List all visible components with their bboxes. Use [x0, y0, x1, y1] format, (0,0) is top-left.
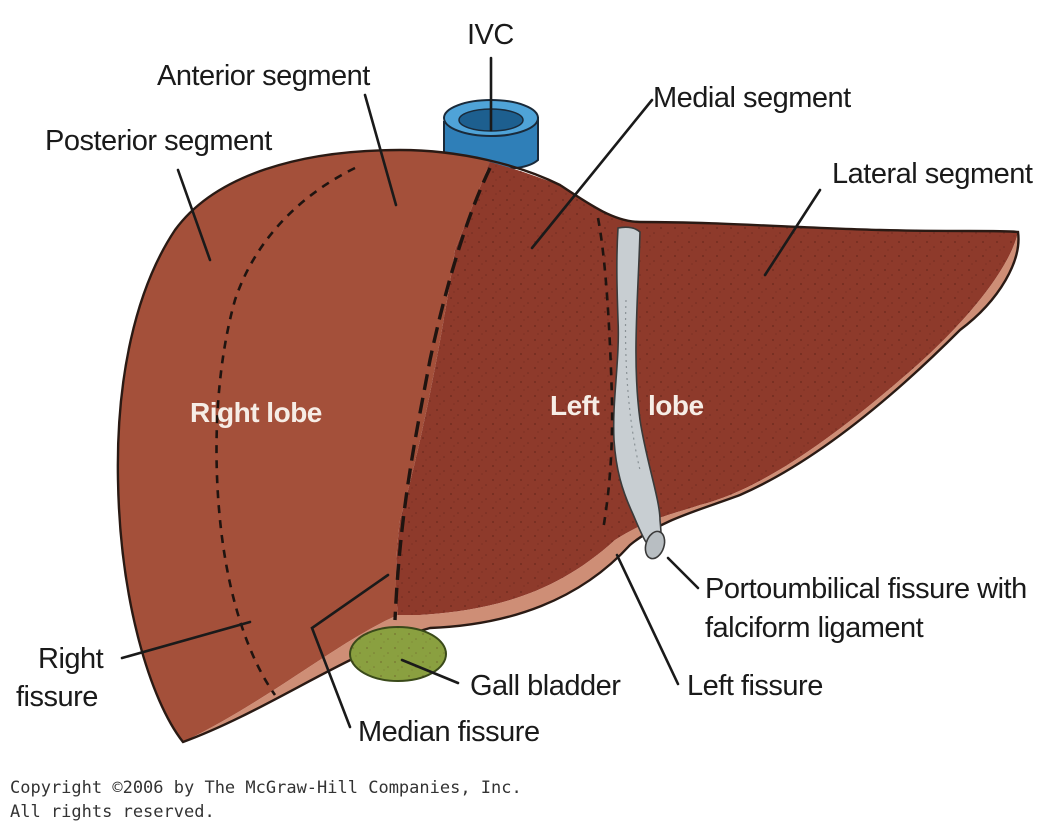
- label-left-fissure: Left fissure: [687, 670, 823, 702]
- copyright-line1: Copyright ©2006 by The McGraw-Hill Compa…: [10, 778, 522, 798]
- label-posterior-segment: Posterior segment: [45, 125, 272, 157]
- label-ivc: IVC: [467, 19, 514, 51]
- label-left-lobe-part2: lobe: [648, 390, 704, 421]
- label-gall-bladder: Gall bladder: [470, 670, 621, 702]
- label-medial-segment: Medial segment: [653, 82, 851, 114]
- label-portoumbilical-line2: falciform ligament: [705, 612, 924, 644]
- label-right-fissure-line2: fissure: [16, 681, 98, 713]
- label-right-fissure-line1: Right: [38, 643, 104, 675]
- label-anterior-segment: Anterior segment: [157, 60, 370, 92]
- label-portoumbilical-line1: Portoumbilical fissure with: [705, 573, 1027, 605]
- copyright-notice: Copyright ©2006 by The McGraw-Hill Compa…: [10, 778, 522, 822]
- label-lateral-segment: Lateral segment: [832, 158, 1033, 190]
- label-left-lobe-part1: Left: [550, 390, 600, 421]
- copyright-line2: All rights reserved.: [10, 802, 215, 822]
- label-right-lobe: Right lobe: [190, 397, 322, 428]
- label-median-fissure: Median fissure: [358, 716, 540, 748]
